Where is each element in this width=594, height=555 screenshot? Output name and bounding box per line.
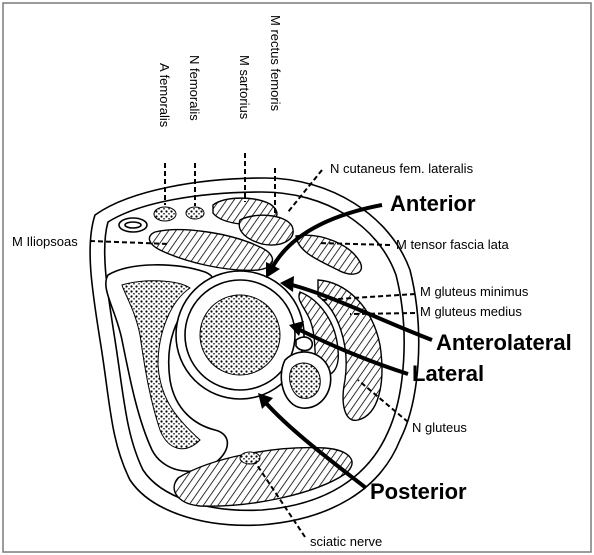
tensor-fascia-lata-muscle bbox=[296, 235, 361, 274]
femoral-artery bbox=[154, 207, 176, 221]
sciatic-nerve-shape bbox=[240, 452, 260, 464]
label-anterolateral: Anterolateral bbox=[436, 330, 572, 355]
label-anterior: Anterior bbox=[390, 191, 476, 216]
label-lateral: Lateral bbox=[412, 361, 484, 386]
label-m-iliopsoas: M Iliopsoas bbox=[12, 234, 78, 249]
small-bone-fragment bbox=[296, 337, 312, 350]
femoral-head-marrow bbox=[200, 295, 280, 375]
label-posterior: Posterior bbox=[370, 479, 467, 504]
label-n-femoralis: N femoralis bbox=[187, 55, 202, 121]
superficial-vessel bbox=[119, 218, 147, 232]
leader-n-cutaneus bbox=[288, 170, 322, 212]
label-m-tensor: M tensor fascia lata bbox=[396, 237, 509, 252]
superficial-vessel-lumen bbox=[125, 222, 141, 228]
rectus-femoris-muscle bbox=[239, 215, 293, 245]
label-n-cutaneus: N cutaneus fem. lateralis bbox=[330, 161, 474, 176]
label-a-femoralis: A femoralis bbox=[157, 63, 172, 128]
label-m-sartorius: M sartorius bbox=[237, 55, 252, 120]
label-n-gluteus: N gluteus bbox=[412, 420, 467, 435]
label-m-rectus-femoris: M rectus femoris bbox=[268, 15, 283, 112]
femoral-nerve bbox=[186, 207, 204, 219]
label-m-gluteus-minimus: M gluteus minimus bbox=[420, 284, 529, 299]
label-m-gluteus-medius: M gluteus medius bbox=[420, 304, 522, 319]
greater-trochanter-marrow bbox=[290, 363, 321, 398]
label-sciatic-nerve: sciatic nerve bbox=[310, 534, 382, 549]
